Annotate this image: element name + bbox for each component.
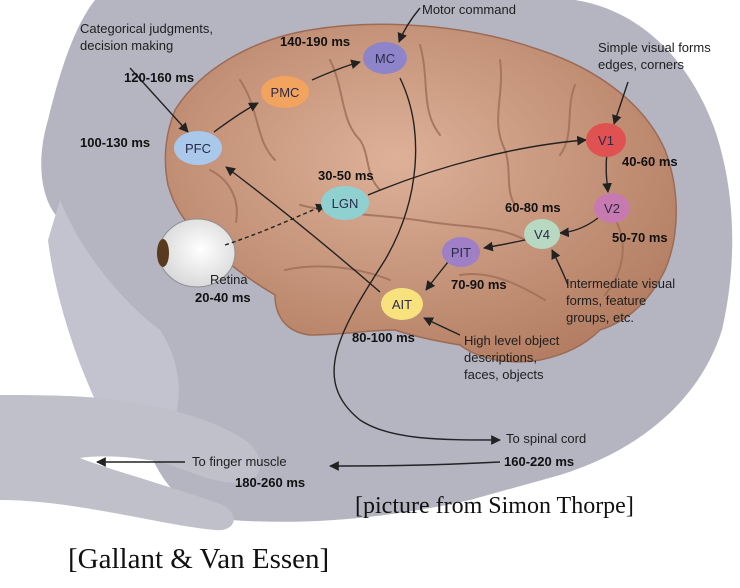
high-level-line-3: faces, objects xyxy=(464,367,544,382)
node-ait-label: AIT xyxy=(392,297,412,312)
node-pit: PIT xyxy=(442,237,480,267)
motor-command-text: Motor command xyxy=(422,2,516,17)
time-ait: 80-100 ms xyxy=(352,330,415,345)
high-level-line-2: descriptions, xyxy=(464,350,537,365)
time-lgn: 30-50 ms xyxy=(318,168,374,183)
retina-label: Retina xyxy=(210,272,248,287)
node-v1: V1 xyxy=(586,123,626,157)
node-v4: V4 xyxy=(524,219,560,249)
intermediate-line-1: Intermediate visual xyxy=(566,276,675,291)
spinal-cord-text: To spinal cord xyxy=(506,431,586,446)
node-v1-label: V1 xyxy=(598,133,614,148)
simple-visual-line-1: Simple visual forms xyxy=(598,40,711,55)
high-level-line-1: High level object xyxy=(464,333,560,348)
credit-gallant: [Gallant & Van Essen] xyxy=(68,543,329,575)
spinal-cord-time: 160-220 ms xyxy=(504,454,574,469)
intermediate-line-3: groups, etc. xyxy=(566,310,634,325)
node-ait: AIT xyxy=(381,288,423,320)
time-pmc: 120-160 ms xyxy=(124,70,194,85)
credit-thorpe: [picture from Simon Thorpe] xyxy=(355,493,634,519)
node-pit-label: PIT xyxy=(451,245,471,260)
retina-time: 20-40 ms xyxy=(195,290,251,305)
node-lgn: LGN xyxy=(321,186,369,220)
node-mc: MC xyxy=(363,42,407,74)
node-pmc-label: PMC xyxy=(271,85,300,100)
node-lgn-label: LGN xyxy=(332,196,359,211)
simple-visual-line-2: edges, corners xyxy=(598,57,684,72)
node-pfc-label: PFC xyxy=(185,141,211,156)
node-v2: V2 xyxy=(594,193,630,223)
categorical-line-1: Categorical judgments, xyxy=(80,21,213,36)
time-v1: 40-60 ms xyxy=(622,154,678,169)
time-pfc: 100-130 ms xyxy=(80,135,150,150)
node-pfc: PFC xyxy=(174,131,222,165)
node-pmc: PMC xyxy=(261,76,309,108)
node-v4-label: V4 xyxy=(534,227,550,242)
finger-muscle-text: To finger muscle xyxy=(192,454,287,469)
time-mc: 140-190 ms xyxy=(280,34,350,49)
categorical-line-2: decision making xyxy=(80,38,173,53)
intermediate-line-2: forms, feature xyxy=(566,293,646,308)
node-v2-label: V2 xyxy=(604,201,620,216)
time-v2: 50-70 ms xyxy=(612,230,668,245)
node-mc-label: MC xyxy=(375,51,395,66)
time-v4: 60-80 ms xyxy=(505,200,561,215)
finger-muscle-time: 180-260 ms xyxy=(235,475,305,490)
time-pit: 70-90 ms xyxy=(451,277,507,292)
